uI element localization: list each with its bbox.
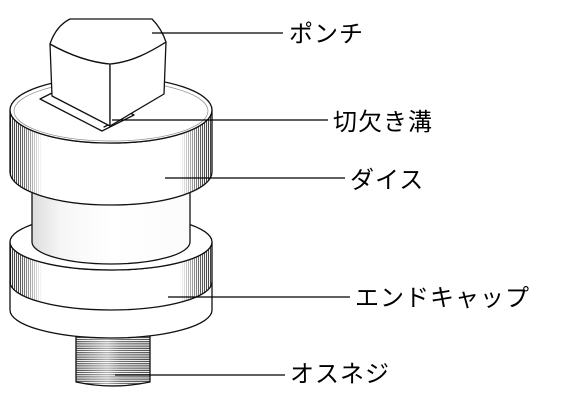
punch-top-face bbox=[49, 18, 167, 65]
die-label: ダイス bbox=[350, 166, 424, 194]
part-labels: ポンチ 切欠き溝 ダイス エンドキャップ オスネジ bbox=[289, 20, 530, 388]
male-thread-label: オスネジ bbox=[290, 360, 390, 388]
punch-part bbox=[49, 18, 167, 127]
end-cap-label: エンドキャップ bbox=[355, 284, 530, 312]
end-cap-side bbox=[10, 242, 212, 338]
notch-groove-label: 切欠き溝 bbox=[333, 108, 433, 136]
die-flange-side bbox=[10, 110, 212, 205]
punch-label: ポンチ bbox=[289, 20, 364, 48]
end-cap-band-edge bbox=[9, 281, 213, 311]
leader-lines bbox=[112, 32, 350, 376]
thread-outline bbox=[75, 319, 151, 387]
